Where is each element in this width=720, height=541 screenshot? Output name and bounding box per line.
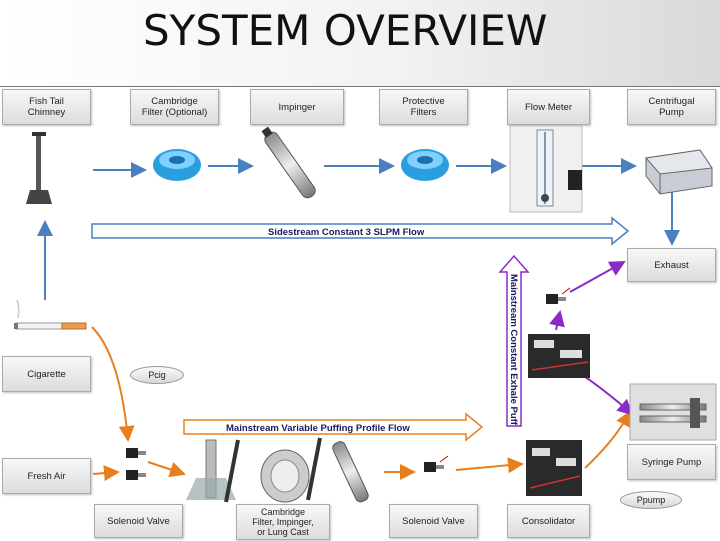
solenoid-valve-left-box: Solenoid Valve [94,504,183,538]
fish-tail-chimney-box: Fish Tail Chimney [2,89,91,125]
cambridge-filter-optional-box: Cambridge Filter (Optional) [130,89,219,125]
solenoid-valve-right-box: Solenoid Valve [389,504,478,538]
cambridge-filter-impinger-lung-cast-box: Cambridge Filter, Impinger, or Lung Cast [236,504,330,540]
centrifugal-pump-box: Centrifugal Pump [627,89,716,125]
impinger-box: Impinger [250,89,344,125]
diagram-canvas [0,86,720,541]
flow-meter-box: Flow Meter [507,89,590,125]
pcig-label: Pcig [130,366,184,384]
title-bar: SYSTEM OVERVIEW [0,0,720,86]
page-title: SYSTEM OVERVIEW [143,6,548,55]
exhaust-box: Exhaust [627,248,716,282]
ppump-label: Ppump [620,491,682,509]
fresh-air-box: Fresh Air [2,458,91,494]
cigarette-box: Cigarette [2,356,91,392]
consolidator-box: Consolidator [507,504,590,538]
syringe-pump-box: Syringe Pump [627,444,716,480]
protective-filters-box: Protective Filters [379,89,468,125]
